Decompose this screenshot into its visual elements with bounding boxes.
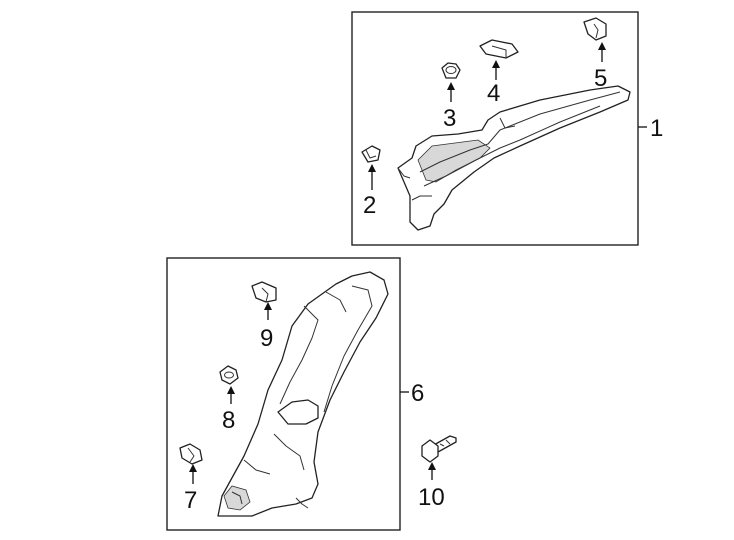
callout-10: 10 xyxy=(418,484,445,511)
retainer-clip-5 xyxy=(583,17,607,41)
callout-8: 8 xyxy=(222,407,235,434)
bolt-10 xyxy=(421,435,457,463)
grommet-8 xyxy=(219,365,239,385)
callout-2: 2 xyxy=(363,192,376,219)
grommet-3 xyxy=(441,62,461,79)
pillar-trim-panel-lower xyxy=(217,271,389,517)
retainer-clip-4 xyxy=(479,39,519,59)
callout-4: 4 xyxy=(487,80,500,107)
callout-6: 6 xyxy=(411,380,424,407)
callout-7: 7 xyxy=(184,487,197,514)
push-clip-2 xyxy=(361,145,381,163)
retainer-clip-9 xyxy=(251,281,277,303)
callout-9: 9 xyxy=(260,325,273,352)
callout-5: 5 xyxy=(594,65,607,92)
lower-assembly-box xyxy=(166,257,401,531)
callout-1: 1 xyxy=(650,115,663,142)
clip-7 xyxy=(179,443,203,465)
callout-3: 3 xyxy=(443,105,456,132)
upper-assembly-box xyxy=(351,11,639,246)
quarter-trim-panel-upper xyxy=(397,85,631,231)
